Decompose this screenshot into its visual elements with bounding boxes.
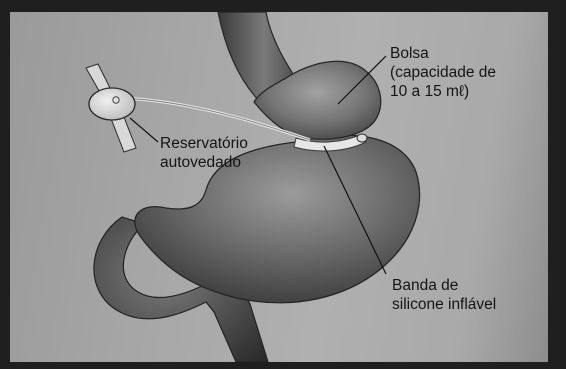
band-buckle xyxy=(357,134,367,142)
pouch-label: Bolsa (capacidade de 10 a 15 mℓ) xyxy=(390,44,496,101)
band-label: Banda de silicone inflável xyxy=(392,276,496,314)
reservoir-leader xyxy=(130,118,158,142)
reservoir-label: Reservatório autovedado xyxy=(160,134,248,172)
reservoir-label-line: autovedado xyxy=(160,153,248,172)
pouch-label-line: 10 a 15 mℓ) xyxy=(390,82,496,101)
reservoir-label-line: Reservatório xyxy=(160,134,248,153)
pouch-label-line: Bolsa xyxy=(390,44,496,63)
pouch-label-line: (capacidade de xyxy=(390,63,496,82)
band-label-line: Banda de xyxy=(392,276,496,295)
band-label-line: silicone inflável xyxy=(392,295,496,314)
book-page: Bolsa (capacidade de 10 a 15 mℓ) Reserva… xyxy=(10,12,548,362)
self-sealing-reservoir xyxy=(89,88,135,120)
